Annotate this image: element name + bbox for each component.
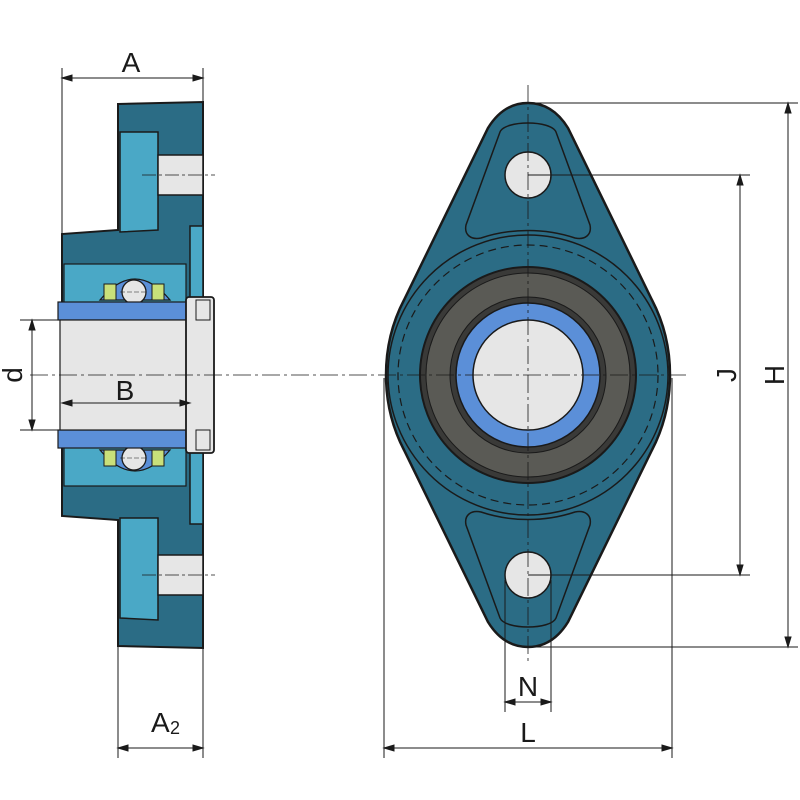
cage-lower-right [151, 449, 165, 467]
front-view [30, 85, 690, 665]
cage-upper-left [103, 283, 117, 301]
upper-ear-recess [464, 122, 592, 240]
label-B: B [116, 375, 135, 406]
dimension-labels: A A 2 d B L N J H [0, 47, 790, 748]
label-H: H [759, 365, 790, 385]
dimension-lines [20, 68, 798, 758]
cage-lower-left [103, 449, 117, 467]
set-screw-lower [195, 429, 211, 451]
label-J: J [711, 368, 742, 382]
label-d: d [0, 367, 28, 383]
housing-upper-cavity [119, 131, 159, 233]
inner-ring-lower [57, 429, 195, 449]
label-A: A [122, 47, 141, 78]
set-screw-upper [195, 299, 211, 321]
housing-right-upper-rim [189, 225, 204, 301]
label-A2-subscript: 2 [170, 718, 180, 738]
housing-lower-cavity [119, 517, 159, 621]
label-A2: A [151, 707, 170, 738]
label-L: L [520, 717, 536, 748]
label-N: N [518, 671, 538, 702]
cage-upper-right [151, 283, 165, 301]
inner-ring-upper [57, 301, 195, 321]
housing-right-lower-rim [189, 449, 204, 525]
lower-ear-recess [464, 510, 592, 628]
